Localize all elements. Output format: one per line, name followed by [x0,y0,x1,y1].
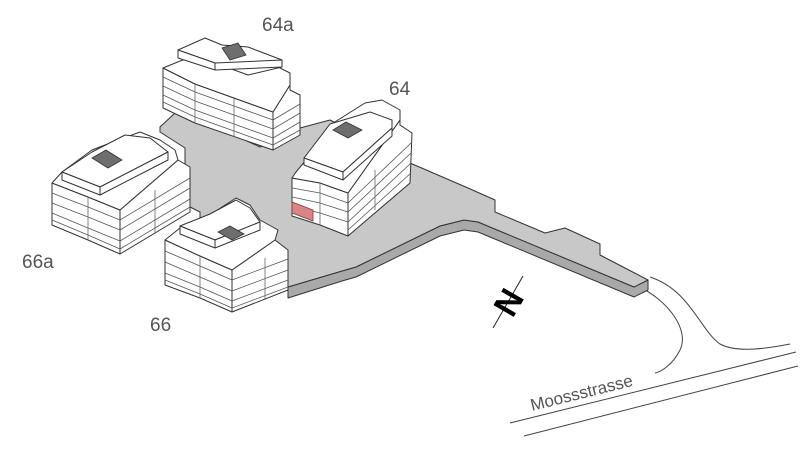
street: Moossstrasse [509,276,799,437]
driveway-left-edge [635,284,683,374]
building-66: 66 [150,197,289,336]
building-66a-dividers [87,190,156,240]
building-64-label: 64 [389,79,411,100]
building-64a-floorlines-right [272,103,301,146]
building-64-penthouse-side [342,127,393,181]
building-66-roof-hatch [217,225,245,241]
north-arrow: N [485,275,531,329]
building-66a-label: 66a [22,252,54,273]
north-arrow-label: N [485,282,530,322]
building-66a: 66a [22,131,191,273]
building-64a: 64a [162,15,301,151]
driveway-right-edge [649,276,791,350]
building-66-floorlines-right [231,258,289,309]
platform-top [159,111,649,288]
building-66-dividers [199,256,266,300]
street-line-lower [523,365,799,437]
platform [159,111,649,299]
building-64-entrance-highlight [291,201,314,222]
north-arrow-line [492,275,524,329]
building-64a-penthouse-side [214,59,283,71]
building-66a-roof-hatch [91,149,123,169]
street-label: Moossstrasse [528,371,634,415]
building-64: 64 [291,79,413,237]
building-64-roof-hatch [332,121,363,139]
building-64a-label: 64a [262,15,294,36]
building-64-dividers [319,170,376,225]
building-64-floorlines-right [347,142,412,231]
building-66a-penthouse-side [99,151,169,196]
building-64a-roof-hatch [221,42,247,61]
building-64a-dividers [194,84,235,137]
building-66-label: 66 [150,315,171,336]
street-line-upper [509,351,797,424]
